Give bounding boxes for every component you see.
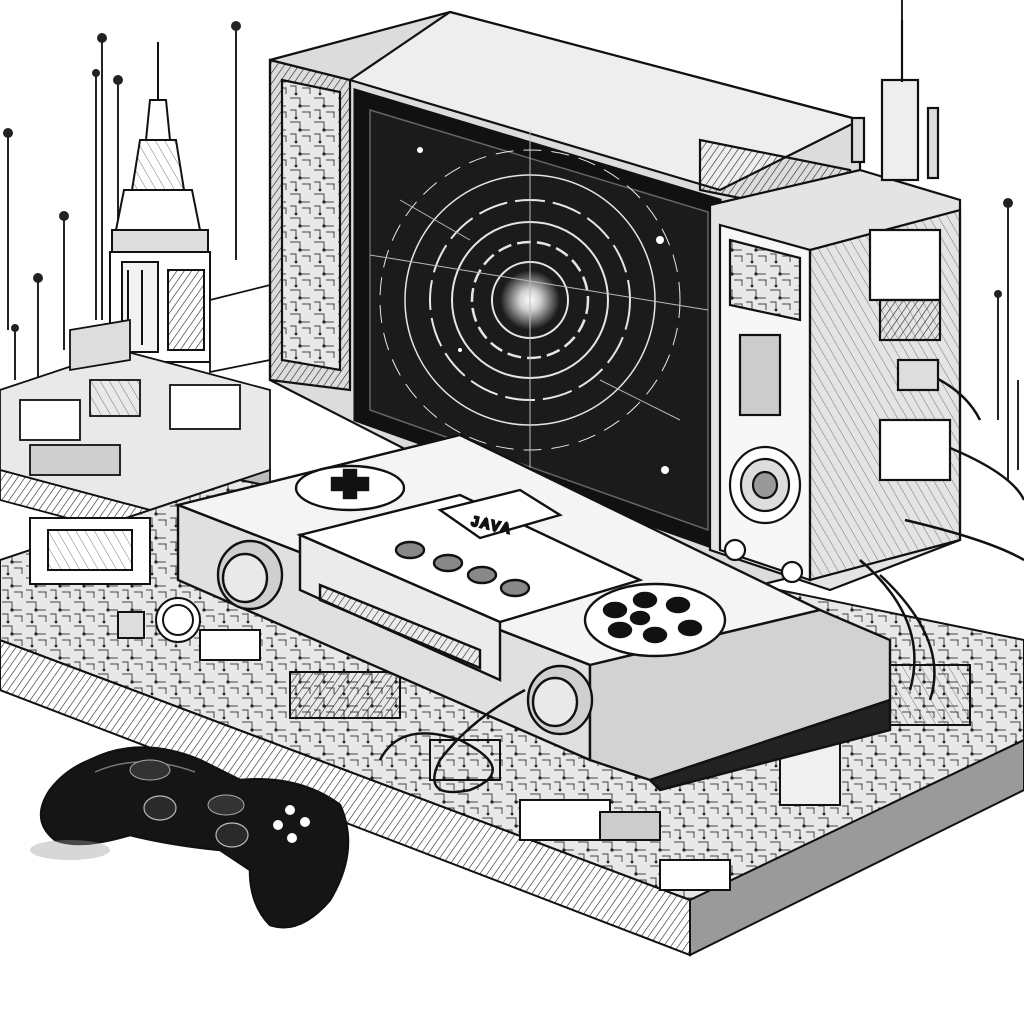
antenna-icon [850, 20, 940, 182]
gamepad-icon [30, 746, 350, 929]
left-city-blocks [0, 283, 271, 542]
side-module [708, 20, 1024, 701]
background-antennae [3, 0, 1019, 480]
controller-cable [378, 688, 526, 794]
dpad-icon [330, 468, 370, 500]
game-console: JAVA [174, 433, 892, 792]
tower-icon [109, 42, 211, 363]
monitor-screen [353, 87, 722, 553]
speaker-icon [728, 445, 802, 525]
